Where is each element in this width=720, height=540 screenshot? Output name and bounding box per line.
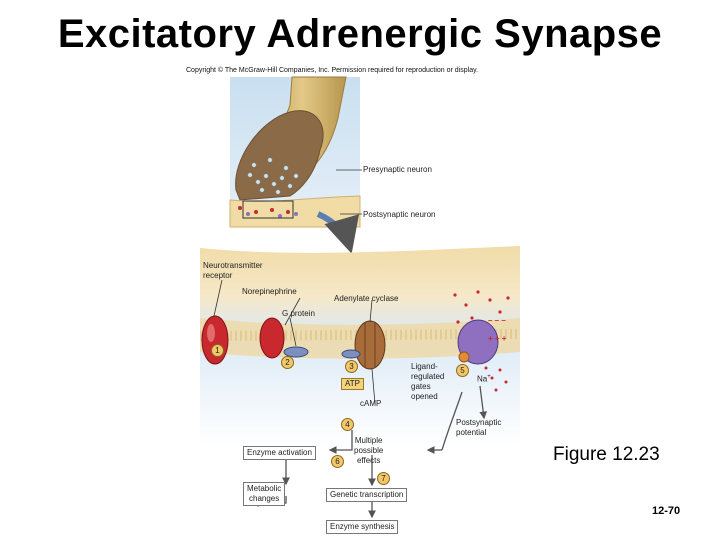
- presynaptic-panel: [229, 76, 361, 228]
- step-7-badge: 7: [377, 472, 390, 485]
- step-6-badge: 6: [331, 455, 344, 468]
- figure-caption: Figure 12.23: [553, 444, 660, 465]
- box-enzyme-synthesis: Enzyme synthesis: [326, 520, 399, 534]
- g-protein-receptor: [259, 317, 309, 359]
- label-adenylate-cyclase: Adenylate cyclase: [334, 294, 399, 303]
- box-genetic-transcription: Genetic transcription: [326, 488, 408, 502]
- page-number: 12-70: [652, 505, 681, 517]
- step-2-badge: 2: [281, 356, 294, 369]
- flow-arrows: [250, 385, 488, 519]
- step-5-badge: 5: [456, 364, 469, 377]
- label-sodium: Na+: [477, 374, 491, 384]
- step-1-badge: 1: [211, 344, 224, 357]
- step-3-badge: 3: [345, 360, 358, 373]
- label-camp: cAMP: [360, 399, 382, 408]
- synaptic-vesicles: [247, 157, 299, 195]
- label-postsynaptic-neuron: Postsynaptic neuron: [363, 210, 436, 219]
- atp-label: ATP: [341, 378, 364, 390]
- label-positive-charges: + + +: [488, 334, 507, 343]
- zoom-arrow: [316, 211, 360, 254]
- box-enzyme-activation: Enzyme activation: [243, 446, 316, 460]
- sodium-ions: [484, 366, 508, 392]
- page-title: Excitatory Adrenergic Synapse: [57, 12, 663, 56]
- label-g-protein: G protein: [282, 309, 315, 318]
- step-4-badge: 4: [341, 418, 354, 431]
- label-negative-charges: – – –: [488, 316, 506, 325]
- copyright-notice: Copyright © The McGraw-Hill Companies, I…: [186, 67, 479, 74]
- label-norepinephrine: Norepinephrine: [242, 287, 297, 296]
- adenylate-cyclase-protein: [341, 320, 386, 370]
- ligand-gated-channel: [457, 319, 499, 365]
- norepinephrine-molecules: [453, 290, 510, 328]
- label-presynaptic-neuron: Presynaptic neuron: [363, 165, 432, 174]
